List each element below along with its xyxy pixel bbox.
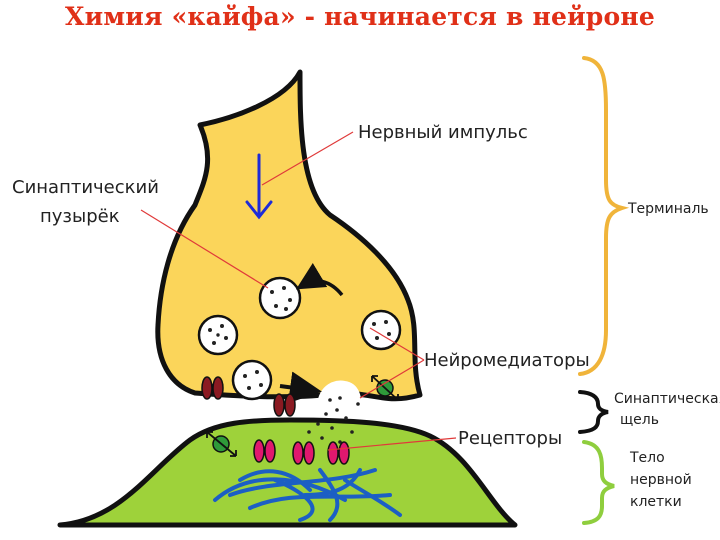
slide-title: Химия «кайфа» - начинается в нейроне [65,2,655,31]
impulse-arrow [245,153,273,220]
label-cell-body-3: клетки [630,494,682,510]
terminal-brace [578,56,630,376]
label-nerve-impulse: Нервный импульс [358,122,528,143]
cleft-brace [578,390,609,434]
neurotransmitter-dots [307,396,360,444]
label-cell-body-2: нервной [630,472,692,488]
label-terminal: Терминаль [627,201,709,217]
label-synaptic-vesicle-2: пузырёк [40,206,120,227]
postsynaptic-receptors [253,439,350,465]
label-receptors: Рецепторы [458,428,562,449]
postsynaptic-cell [57,417,518,528]
presynaptic-channels [201,376,296,417]
label-synaptic-cleft-2: щель [620,412,659,428]
cell-brace [582,440,615,525]
cell-fibers [213,468,402,522]
label-synaptic-vesicle-1: Синаптический [12,177,159,198]
vesicle-dots [208,286,391,390]
label-neurotransmitters: Нейромедиаторы [424,350,590,371]
transporter-arrows [206,375,399,457]
recycle-arrow [295,262,344,297]
label-cell-body-1: Тело [629,450,665,466]
label-synaptic-cleft-1: Синаптическая [614,391,720,407]
pointer-lines [140,131,457,451]
fusing-vesicle [317,380,361,411]
release-arrow [279,371,322,404]
